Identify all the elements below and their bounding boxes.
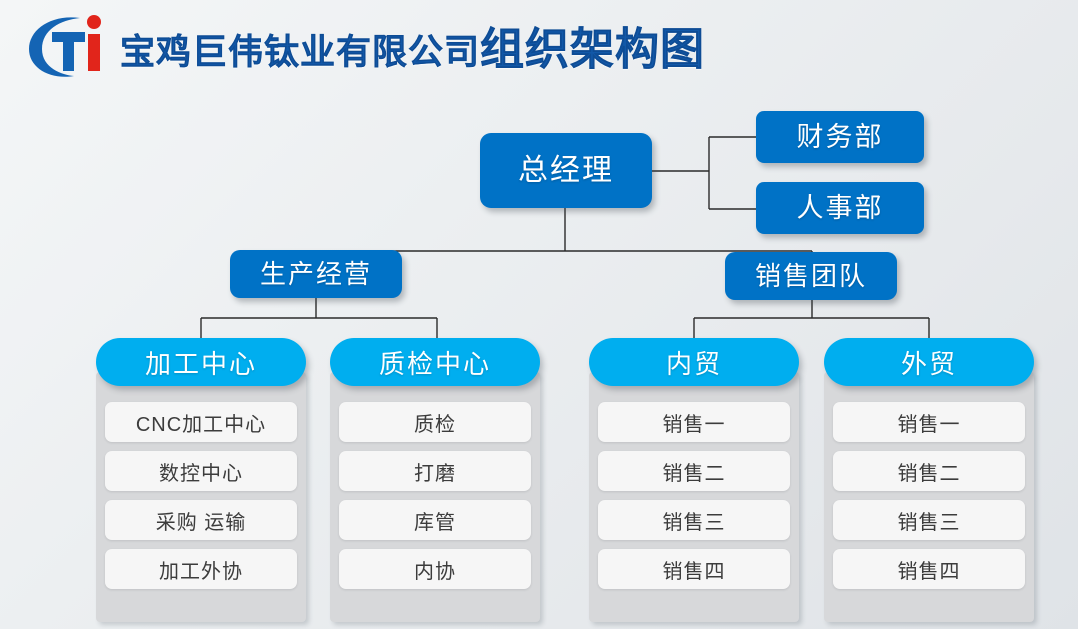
column-foreign-trade: 外贸 销售一 销售二 销售三 销售四 xyxy=(824,338,1034,622)
title-company-name: 宝鸡巨伟钛业有限公司 xyxy=(120,33,481,72)
node-hr-dept[interactable]: 人事部 xyxy=(756,182,924,234)
column-header-label: 加工中心 xyxy=(144,348,257,379)
ti-circle-logo-icon xyxy=(29,15,101,77)
column-machining-center-header[interactable]: 加工中心 xyxy=(96,338,306,386)
column-foreign-trade-items: 销售一 销售二 销售三 销售四 xyxy=(833,402,1025,589)
node-sales-division-label: 销售团队 xyxy=(754,261,867,291)
list-item-label: 销售一 xyxy=(897,413,961,436)
node-general-manager-label: 总经理 xyxy=(518,153,614,187)
column-domestic-trade: 内贸 销售一 销售二 销售三 销售四 xyxy=(589,338,799,622)
list-item-label: 销售三 xyxy=(897,511,961,534)
list-item-label: 数控中心 xyxy=(159,462,243,485)
column-foreign-trade-header[interactable]: 外贸 xyxy=(824,338,1034,386)
column-domestic-trade-items: 销售一 销售二 销售三 销售四 xyxy=(598,402,790,589)
list-item[interactable]: 加工外协 xyxy=(105,549,297,589)
list-item[interactable]: 销售三 xyxy=(598,500,790,540)
list-item[interactable]: 销售三 xyxy=(833,500,1025,540)
list-item[interactable]: 库管 xyxy=(339,500,531,540)
list-item-label: 内协 xyxy=(414,560,456,583)
node-hr-dept-label: 人事部 xyxy=(796,192,884,223)
column-machining-center: 加工中心 CNC加工中心 数控中心 采购 运输 加工外协 xyxy=(96,338,306,622)
column-header-label: 质检中心 xyxy=(378,348,491,379)
column-header-label: 内贸 xyxy=(665,348,722,379)
list-item[interactable]: 销售一 xyxy=(833,402,1025,442)
list-item[interactable]: 销售一 xyxy=(598,402,790,442)
page-header: 宝鸡巨伟钛业有限公司 组织架构图 xyxy=(0,0,1078,92)
list-item[interactable]: 打磨 xyxy=(339,451,531,491)
column-domestic-trade-header[interactable]: 内贸 xyxy=(589,338,799,386)
list-item-label: 销售四 xyxy=(662,560,726,583)
list-item-label: 库管 xyxy=(414,511,456,534)
list-item[interactable]: 销售四 xyxy=(598,549,790,589)
column-header-label: 外贸 xyxy=(900,348,957,379)
list-item-label: 采购 运输 xyxy=(155,511,247,534)
column-quality-center: 质检中心 质检 打磨 库管 内协 xyxy=(330,338,540,622)
list-item[interactable]: 销售二 xyxy=(833,451,1025,491)
list-item-label: 销售四 xyxy=(897,560,961,583)
list-item-label: 销售一 xyxy=(662,413,726,436)
node-production-division[interactable]: 生产经营 xyxy=(230,250,402,298)
list-item[interactable]: CNC加工中心 xyxy=(105,402,297,442)
node-finance-dept[interactable]: 财务部 xyxy=(756,111,924,163)
list-item-label: 打磨 xyxy=(414,462,456,485)
node-finance-dept-label: 财务部 xyxy=(796,121,884,152)
list-item[interactable]: 销售二 xyxy=(598,451,790,491)
list-item-label: 销售二 xyxy=(897,462,961,485)
list-item-label: 销售三 xyxy=(662,511,726,534)
node-general-manager[interactable]: 总经理 xyxy=(480,133,652,208)
list-item[interactable]: 销售四 xyxy=(833,549,1025,589)
list-item-label: 质检 xyxy=(414,413,456,436)
list-item-label: 加工外协 xyxy=(159,560,243,583)
list-item[interactable]: 数控中心 xyxy=(105,451,297,491)
list-item[interactable]: 采购 运输 xyxy=(105,500,297,540)
node-sales-division[interactable]: 销售团队 xyxy=(725,252,897,300)
column-machining-center-items: CNC加工中心 数控中心 采购 运输 加工外协 xyxy=(105,402,297,589)
title-chart-name: 组织架构图 xyxy=(480,25,706,75)
list-item-label: 销售二 xyxy=(662,462,726,485)
column-quality-center-items: 质检 打磨 库管 内协 xyxy=(339,402,531,589)
page-title: 宝鸡巨伟钛业有限公司 组织架构图 xyxy=(120,13,705,79)
list-item-label: CNC加工中心 xyxy=(135,413,267,436)
node-production-division-label: 生产经营 xyxy=(259,259,372,289)
list-item[interactable]: 质检 xyxy=(339,402,531,442)
list-item[interactable]: 内协 xyxy=(339,549,531,589)
company-logo xyxy=(22,9,118,83)
column-quality-center-header[interactable]: 质检中心 xyxy=(330,338,540,386)
